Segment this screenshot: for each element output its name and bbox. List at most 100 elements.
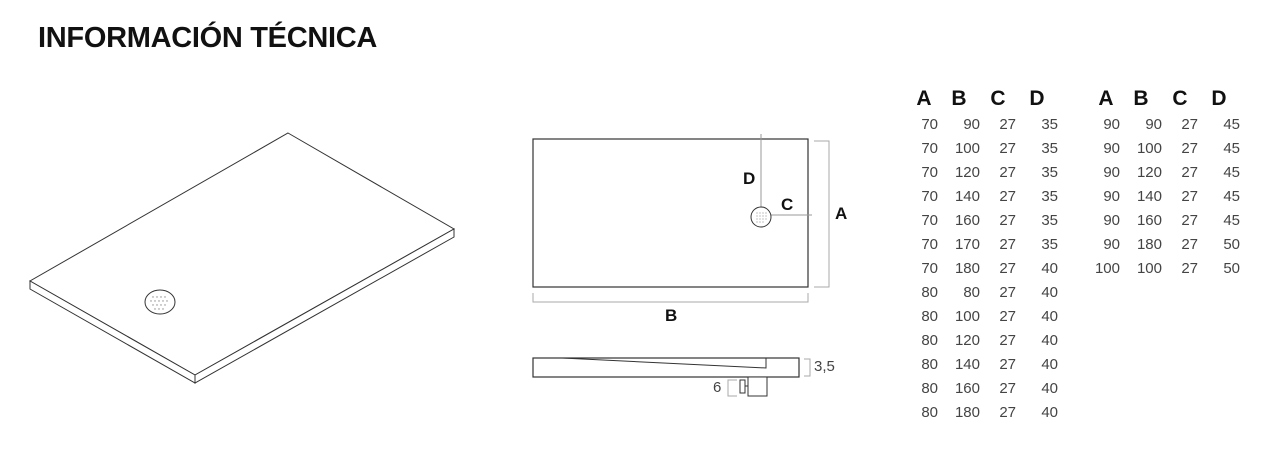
cell-d: 35 [1041,139,1058,157]
cell-b: 90 [1145,115,1162,133]
table-row: 80 80 27 40 [910,280,1058,304]
cell-d: 40 [1041,307,1058,325]
cell-d: 35 [1041,235,1058,253]
cell-d: 40 [1041,259,1058,277]
plan-view [532,134,830,303]
cell-b: 160 [954,211,980,229]
table-header-row: A B C D [1092,86,1240,112]
cell-a: 70 [921,139,938,157]
cell-b: 180 [1136,235,1162,253]
table-row: 70 90 27 35 [910,112,1058,136]
cell-b: 160 [1136,211,1162,229]
cell-c: 27 [999,283,1016,301]
plan-label-a: A [835,204,848,223]
cell-b: 100 [1136,139,1162,157]
cell-d: 35 [1041,163,1058,181]
cell-a: 70 [921,163,938,181]
table-row: 90 100 27 45 [1092,136,1240,160]
cell-c: 27 [1181,187,1198,205]
cell-c: 27 [999,379,1016,397]
table-row: 80 140 27 40 [910,352,1058,376]
cell-b: 120 [954,163,980,181]
cell-d: 45 [1223,115,1240,133]
cell-b: 140 [954,187,980,205]
cell-a: 80 [921,403,938,421]
table-row: 70 140 27 35 [910,184,1058,208]
cell-d: 50 [1223,259,1240,277]
cell-d: 40 [1041,403,1058,421]
cell-a: 90 [1103,163,1120,181]
cell-a: 90 [1103,187,1120,205]
col-header-b: B [1133,87,1149,110]
cell-c: 27 [999,259,1016,277]
cell-a: 70 [921,187,938,205]
col-header-d: D [1211,87,1227,110]
col-header-b: B [951,87,967,110]
thickness-label: 3,5 [814,358,835,375]
cell-c: 27 [1181,259,1198,277]
cell-c: 27 [999,403,1016,421]
cell-d: 45 [1223,163,1240,181]
col-header-a: A [1098,87,1114,110]
cell-c: 27 [999,355,1016,373]
cell-d: 40 [1041,379,1058,397]
cell-a: 80 [921,331,938,349]
cell-a: 90 [1103,235,1120,253]
col-header-d: D [1029,87,1045,110]
cell-a: 70 [921,115,938,133]
table-row: 90 120 27 45 [1092,160,1240,184]
cell-d: 50 [1223,235,1240,253]
cell-c: 27 [1181,163,1198,181]
page-title: INFORMACIÓN TÉCNICA [38,22,378,54]
cell-b: 120 [1136,163,1162,181]
cell-c: 27 [999,187,1016,205]
cell-a: 90 [1103,211,1120,229]
cell-c: 27 [999,139,1016,157]
cell-c: 27 [999,163,1016,181]
cell-b: 90 [963,115,980,133]
plan-label-b: B [665,306,678,325]
cell-a: 90 [1103,139,1120,157]
cell-c: 27 [1181,139,1198,157]
cell-a: 80 [921,283,938,301]
isometric-tray [28,132,456,384]
plan-label-c: C [781,195,794,214]
cell-b: 140 [954,355,980,373]
plan-label-d: D [743,169,756,188]
cell-b: 80 [963,283,980,301]
cell-c: 27 [1181,211,1198,229]
col-header-a: A [916,87,932,110]
cell-c: 27 [999,115,1016,133]
cell-d: 40 [1041,283,1058,301]
cell-c: 27 [999,307,1016,325]
cell-b: 180 [954,259,980,277]
table-header-row: A B C D [910,86,1058,112]
cell-b: 160 [954,379,980,397]
cell-d: 45 [1223,139,1240,157]
cell-d: 40 [1041,331,1058,349]
cell-d: 35 [1041,115,1058,133]
cell-a: 70 [921,235,938,253]
cell-d: 35 [1041,211,1058,229]
cell-a: 80 [921,307,938,325]
cell-a: 80 [921,355,938,373]
cell-d: 35 [1041,187,1058,205]
cell-c: 27 [1181,115,1198,133]
cell-d: 40 [1041,355,1058,373]
cell-b: 170 [954,235,980,253]
cell-a: 100 [1094,259,1120,277]
cell-d: 45 [1223,187,1240,205]
